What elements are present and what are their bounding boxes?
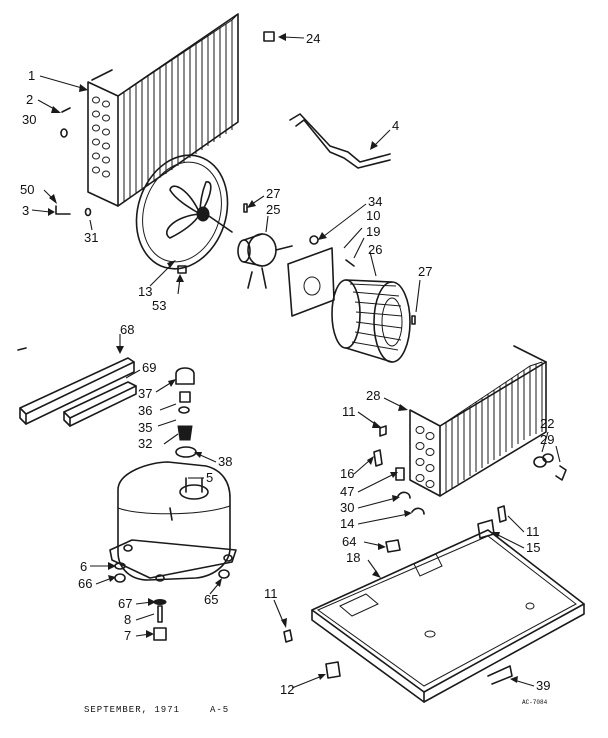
callout-37: 37 [138, 386, 152, 401]
condenser-coil [87, 13, 239, 207]
blower-wheel [331, 279, 411, 363]
callout-labels: 1 2 30 50 3 31 24 4 27 25 34 10 19 26 27… [20, 31, 554, 697]
callout-67: 67 [118, 596, 132, 611]
callout-66: 66 [78, 576, 92, 591]
callout-16: 16 [340, 466, 354, 481]
callout-64: 64 [342, 534, 356, 549]
callout-4: 4 [392, 118, 399, 133]
small-hardware-right [373, 425, 507, 553]
evaporator-coil [409, 345, 547, 497]
fan-motor [237, 233, 293, 289]
compressor [109, 461, 237, 582]
callout-11-bottom: 11 [264, 586, 278, 601]
callout-39: 39 [536, 678, 550, 693]
part-53-nut [177, 265, 187, 274]
callout-27: 27 [266, 186, 280, 201]
callout-14: 14 [340, 516, 354, 531]
callout-10: 10 [366, 208, 380, 223]
part-24-clip [263, 31, 275, 42]
valve-assembly [175, 367, 197, 458]
callout-65: 65 [204, 592, 218, 607]
callout-11: 11 [342, 404, 356, 419]
motor-mount-plate [287, 247, 335, 317]
callout-53: 53 [152, 298, 166, 313]
callout-22: 22 [540, 416, 554, 431]
callout-8: 8 [124, 612, 131, 627]
footer-page: A-5 [210, 705, 229, 715]
callout-30-right: 30 [340, 500, 354, 515]
callout-36: 36 [138, 403, 152, 418]
callout-30: 30 [22, 112, 36, 127]
callout-15: 15 [526, 540, 540, 555]
part-12-bracket [325, 661, 341, 679]
callout-69: 69 [142, 360, 156, 375]
callout-50: 50 [20, 182, 34, 197]
leader-lines [31, 33, 561, 689]
callout-47: 47 [340, 484, 354, 499]
callout-12: 12 [280, 682, 294, 697]
callout-34: 34 [368, 194, 382, 209]
callout-5: 5 [206, 470, 213, 485]
callout-7: 7 [124, 628, 131, 643]
insulation-strips [17, 347, 137, 427]
part-27-clip-left [243, 203, 248, 213]
drawing-code: AC-7084 [522, 699, 548, 706]
footer-date: SEPTEMBER, 1971 [84, 705, 180, 715]
mount-hardware-67-8-7 [153, 599, 167, 641]
mount-grommet-65 [218, 569, 230, 579]
callout-32: 32 [138, 436, 152, 451]
callout-68: 68 [120, 322, 134, 337]
callout-11-mid: 11 [526, 524, 540, 539]
callout-25: 25 [266, 202, 280, 217]
callout-2: 2 [26, 92, 33, 107]
callout-6: 6 [80, 559, 87, 574]
fittings-22-29 [533, 453, 567, 481]
callout-29: 29 [540, 432, 554, 447]
callout-24: 24 [306, 31, 320, 46]
callout-18: 18 [346, 550, 360, 565]
callout-27-right: 27 [418, 264, 432, 279]
condenser-fan-blade [135, 154, 233, 270]
callout-26: 26 [368, 242, 382, 257]
base-pan [311, 529, 585, 703]
callout-38: 38 [218, 454, 232, 469]
callout-31: 31 [84, 230, 98, 245]
part-39-bracket [487, 665, 513, 685]
callout-13: 13 [138, 284, 152, 299]
part-4-tube [289, 113, 391, 169]
part-27-clip-right [411, 315, 416, 325]
part-11-screw-bottom [283, 629, 293, 643]
callout-19: 19 [366, 224, 380, 239]
small-hardware-left [55, 107, 92, 217]
callout-3: 3 [22, 203, 29, 218]
callout-1: 1 [28, 68, 35, 83]
callout-28: 28 [366, 388, 380, 403]
callout-35: 35 [138, 420, 152, 435]
